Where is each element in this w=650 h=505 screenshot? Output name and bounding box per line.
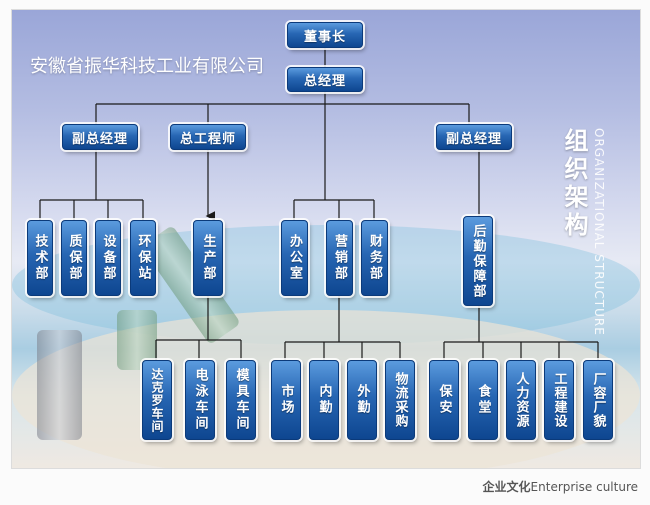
bolt-image-decoration xyxy=(37,330,82,440)
footer-label-cn: 企业文化 xyxy=(482,480,531,494)
node-marketing-dept: 营销部 xyxy=(326,220,353,296)
node-production-dept: 生产部 xyxy=(193,220,223,296)
node-vice-general-manager-left: 副总经理 xyxy=(62,124,138,150)
node-electroplating-workshop: 电泳车间 xyxy=(185,360,215,440)
node-procurement: 物流采购 xyxy=(385,360,415,440)
node-construction: 工程建设 xyxy=(544,360,574,440)
node-dacromet-workshop-label: 达克罗车间 xyxy=(150,367,164,433)
node-env-station: 环保站 xyxy=(130,220,156,296)
node-hr: 人力资源 xyxy=(506,360,536,440)
node-plant-appearance: 厂容厂貌 xyxy=(583,360,613,440)
node-qa-dept: 质保部 xyxy=(61,220,87,296)
node-finance-dept: 财务部 xyxy=(361,220,388,296)
node-security: 保安 xyxy=(429,360,459,440)
connector-lines xyxy=(39,48,599,360)
org-chart-canvas: 安徽省振华科技工业有限公司 组织架构 ORGANIZATIONAL STRUCT… xyxy=(12,10,640,468)
node-tech-dept: 技术部 xyxy=(27,220,53,296)
node-dacromet-workshop: 达克罗车间 xyxy=(142,360,172,440)
footer-label-en: Enterprise culture xyxy=(530,480,638,494)
node-vice-general-manager-right: 副总经理 xyxy=(436,124,512,150)
node-internal-affairs: 内勤 xyxy=(309,360,339,440)
node-office: 办公室 xyxy=(281,220,308,296)
node-general-manager: 总经理 xyxy=(287,67,363,92)
company-name: 安徽省振华科技工业有限公司 xyxy=(30,56,264,77)
node-chairman: 董事长 xyxy=(287,22,363,48)
org-structure-title-en: ORGANIZATIONAL STRUCTURE xyxy=(592,128,606,336)
node-chief-engineer: 总工程师 xyxy=(170,124,246,150)
footer-label: 企业文化Enterprise culture xyxy=(483,478,638,495)
node-logistics-dept: 后勤保障部 xyxy=(463,216,493,306)
node-canteen: 食堂 xyxy=(468,360,498,440)
node-mold-workshop: 模具车间 xyxy=(226,360,256,440)
node-field-staff: 外勤 xyxy=(347,360,377,440)
node-equipment-dept: 设备部 xyxy=(95,220,121,296)
node-market: 市场 xyxy=(271,360,301,440)
org-structure-title-cn: 组织架构 xyxy=(560,128,588,240)
